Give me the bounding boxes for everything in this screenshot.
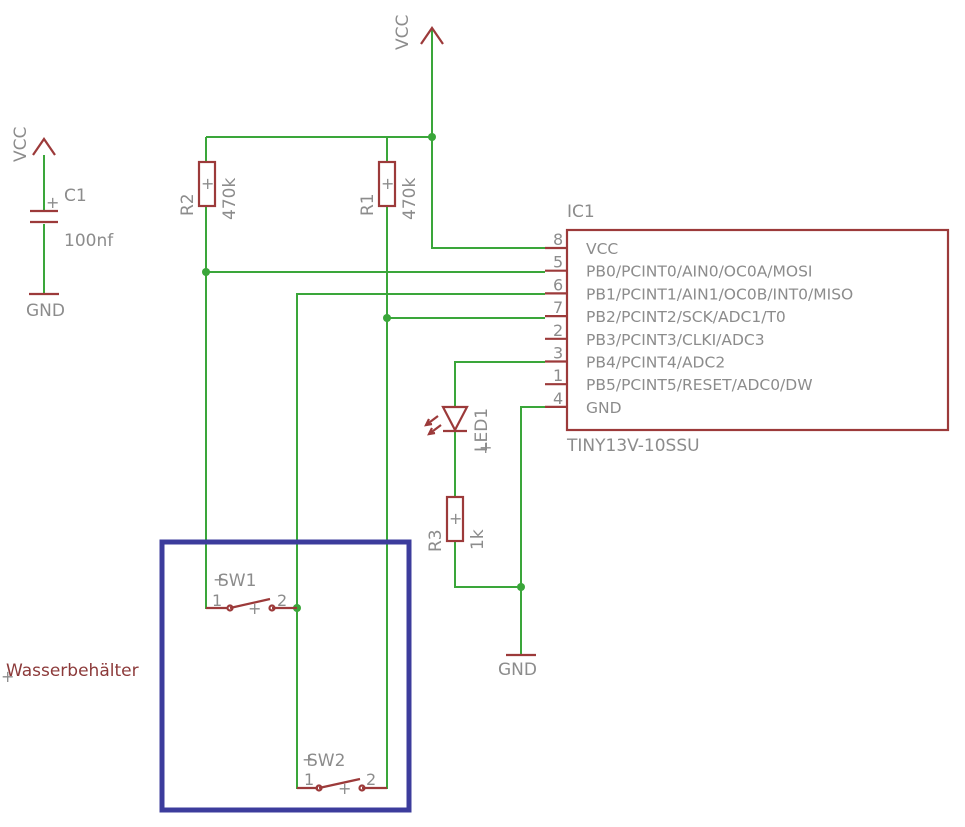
junction-dot bbox=[428, 133, 436, 141]
c1-value: 100nf bbox=[64, 231, 114, 251]
wasserbehaelter-frame bbox=[159, 539, 412, 813]
svg-text:+: + bbox=[201, 174, 214, 193]
gnd-label-left: GND bbox=[26, 301, 65, 321]
ic1-pin-number: 6 bbox=[553, 275, 563, 294]
svg-text:+: + bbox=[479, 438, 492, 457]
r1-name: R1 bbox=[358, 193, 378, 216]
ic1-pin-label: PB0/PCINT0/AIN0/OC0A/MOSI bbox=[586, 263, 813, 281]
vcc-symbol-left: VCC bbox=[11, 127, 56, 162]
r3-value: 1k bbox=[468, 529, 488, 550]
ic1-pin-label: VCC bbox=[586, 240, 618, 258]
junction-dot bbox=[517, 583, 525, 591]
ic1-pin-label: PB2/PCINT2/SCK/ADC1/T0 bbox=[586, 308, 786, 326]
resistor-r3: + R3 1k bbox=[426, 495, 488, 552]
led-arrow-icon bbox=[428, 424, 442, 435]
svg-text:+: + bbox=[1, 667, 14, 686]
ic1-pin-number: 8 bbox=[553, 230, 563, 249]
vcc-label-top: VCC bbox=[393, 15, 413, 50]
vcc-symbol-top: VCC bbox=[393, 15, 444, 50]
ic1-pin-number: 5 bbox=[553, 253, 563, 272]
ic1-name: IC1 bbox=[567, 202, 595, 222]
gnd-symbol-bottom: GND bbox=[498, 653, 537, 680]
frame-label: Wasserbehälter bbox=[6, 661, 139, 681]
ic1-pin-label: PB3/PCINT3/CLKI/ADC3 bbox=[586, 331, 765, 349]
junction-dot bbox=[202, 268, 210, 276]
ic1-pin-label: PB5/PCINT5/RESET/ADC0/DW bbox=[586, 376, 813, 394]
sw2-name: SW2 bbox=[307, 751, 345, 771]
led1-name: LED1 bbox=[472, 408, 492, 452]
sw2-pin2: 2 bbox=[366, 770, 376, 789]
ic1-pin-number: 1 bbox=[553, 366, 563, 385]
svg-text:+: + bbox=[338, 779, 351, 798]
vcc-label-left: VCC bbox=[11, 127, 31, 162]
sw1-pin2: 2 bbox=[277, 591, 287, 610]
resistor-r2: + R2 470k bbox=[178, 160, 240, 220]
capacitor-c1: + C1 100nf bbox=[30, 186, 114, 251]
ic1-pin-label: PB1/PCINT1/AIN1/OC0B/INT0/MISO bbox=[586, 285, 853, 303]
ic1-pin-label: PB4/PCINT4/ADC2 bbox=[586, 354, 725, 372]
gnd-symbol-left: GND bbox=[26, 292, 65, 321]
junction-dot bbox=[383, 314, 391, 322]
gnd-label-bottom: GND bbox=[498, 660, 537, 680]
sw1-name: SW1 bbox=[218, 571, 256, 591]
resistor-r1: + R1 470k bbox=[358, 160, 420, 220]
junctions bbox=[202, 133, 525, 612]
sw2-pin1: 1 bbox=[304, 770, 314, 789]
svg-text:+: + bbox=[381, 174, 394, 193]
led-led1: LED1 + bbox=[424, 405, 492, 457]
svg-text:+: + bbox=[46, 193, 59, 212]
ic1-value: TINY13V-10SSU bbox=[566, 436, 700, 456]
sw1-pin1: 1 bbox=[212, 591, 222, 610]
ic1-pin-number: 2 bbox=[553, 321, 563, 340]
r2-name: R2 bbox=[178, 193, 198, 216]
svg-text:+: + bbox=[248, 599, 261, 618]
ic1-pin-number: 4 bbox=[553, 389, 563, 408]
r1-value: 470k bbox=[400, 178, 420, 220]
r3-name: R3 bbox=[426, 529, 446, 552]
svg-text:+: + bbox=[449, 509, 462, 528]
ic1-pin-number: 7 bbox=[553, 298, 563, 317]
ic1-pin-number: 3 bbox=[553, 344, 563, 363]
c1-name: C1 bbox=[64, 186, 87, 206]
switch-sw2: + SW2 + 1 2 bbox=[297, 750, 387, 798]
switch-sw1: + SW1 + 1 2 bbox=[206, 570, 297, 618]
r2-value: 470k bbox=[220, 178, 240, 220]
svg-text:+: + bbox=[213, 570, 226, 589]
svg-text:+: + bbox=[302, 750, 315, 769]
ic1-pin-label: GND bbox=[586, 399, 622, 417]
led-arrow-icon bbox=[425, 415, 439, 426]
